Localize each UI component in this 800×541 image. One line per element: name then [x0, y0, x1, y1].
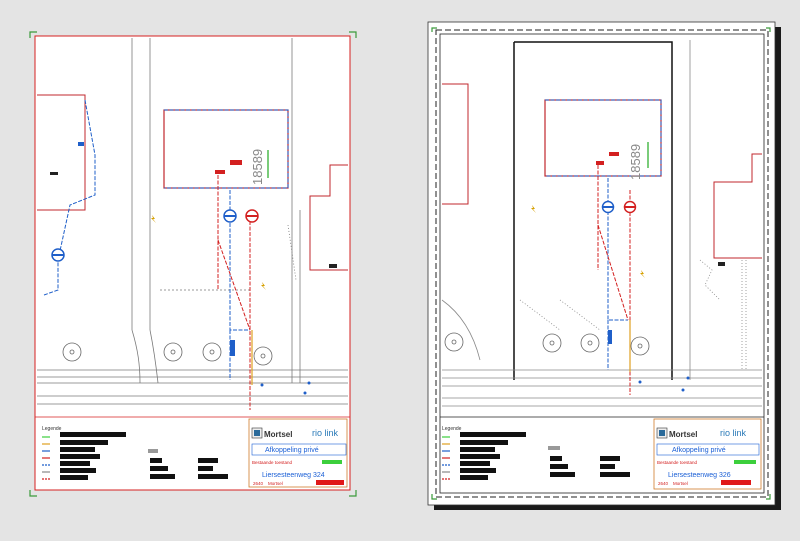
- tree-icon: [163, 342, 183, 362]
- sheet-left[interactable]: 18589: [29, 31, 357, 497]
- tree-icon: [444, 332, 464, 352]
- address-text: Liersesteenweg 324: [262, 472, 325, 479]
- brand-logo: rio link: [312, 428, 339, 438]
- map-left: 18589: [37, 38, 348, 410]
- status-label: Bestaande toestand: [657, 460, 698, 465]
- sheet-right-frame: [435, 29, 769, 498]
- manhole-icon: [245, 209, 259, 223]
- legend-title: Legende: [42, 426, 62, 432]
- lightning-icon: [531, 205, 645, 278]
- manhole-icon: [51, 248, 65, 262]
- brand-logo: rio link: [720, 428, 747, 438]
- city-text: Mortsel: [673, 481, 688, 486]
- legend-left: Legende: [42, 426, 228, 480]
- crop-marks-right: [431, 27, 771, 500]
- manhole-icon: [223, 209, 237, 223]
- address-text: Liersesteenweg 326: [668, 472, 731, 479]
- manhole-icon: [623, 200, 637, 214]
- legend-title: Legende: [442, 426, 462, 432]
- status-red-bar: [721, 480, 751, 485]
- postcode-text: 2640: [658, 481, 669, 486]
- status-green-bar: [322, 460, 342, 464]
- crop-marks-left: [29, 31, 357, 497]
- postcode-text: 2640: [253, 481, 264, 486]
- status-label: Bestaande toestand: [252, 460, 293, 465]
- title-block-left: Mortsel rio link Afkoppeling privé Besta…: [248, 418, 348, 488]
- project-title: Afkoppeling privé: [265, 447, 319, 454]
- sheet-right-inner-frame: [439, 33, 765, 494]
- status-red-bar: [316, 480, 344, 485]
- municipality-logo: Mortsel: [669, 430, 697, 439]
- municipality-logo: Mortsel: [264, 430, 292, 439]
- map-right: 18589: [441, 40, 762, 407]
- tree-icon: [62, 342, 82, 362]
- tree-icon: [542, 333, 562, 353]
- tree-icon: [630, 336, 650, 356]
- manhole-icon: [601, 200, 615, 214]
- tree-icon: [202, 342, 222, 362]
- parcel-number-right: 18589: [628, 144, 643, 180]
- lightning-icon: [151, 215, 266, 290]
- legend-right: Legende: [442, 426, 630, 480]
- tree-icon: [253, 346, 273, 366]
- city-text: Mortsel: [268, 481, 283, 486]
- title-block-right: Mortsel rio link Afkoppeling privé Besta…: [653, 418, 762, 490]
- parcel-number-left: 18589: [250, 149, 265, 185]
- status-green-bar: [734, 460, 756, 464]
- sheet-right[interactable]: 18589: [427, 21, 781, 510]
- project-title: Afkoppeling privé: [672, 447, 726, 454]
- tree-icon: [580, 333, 600, 353]
